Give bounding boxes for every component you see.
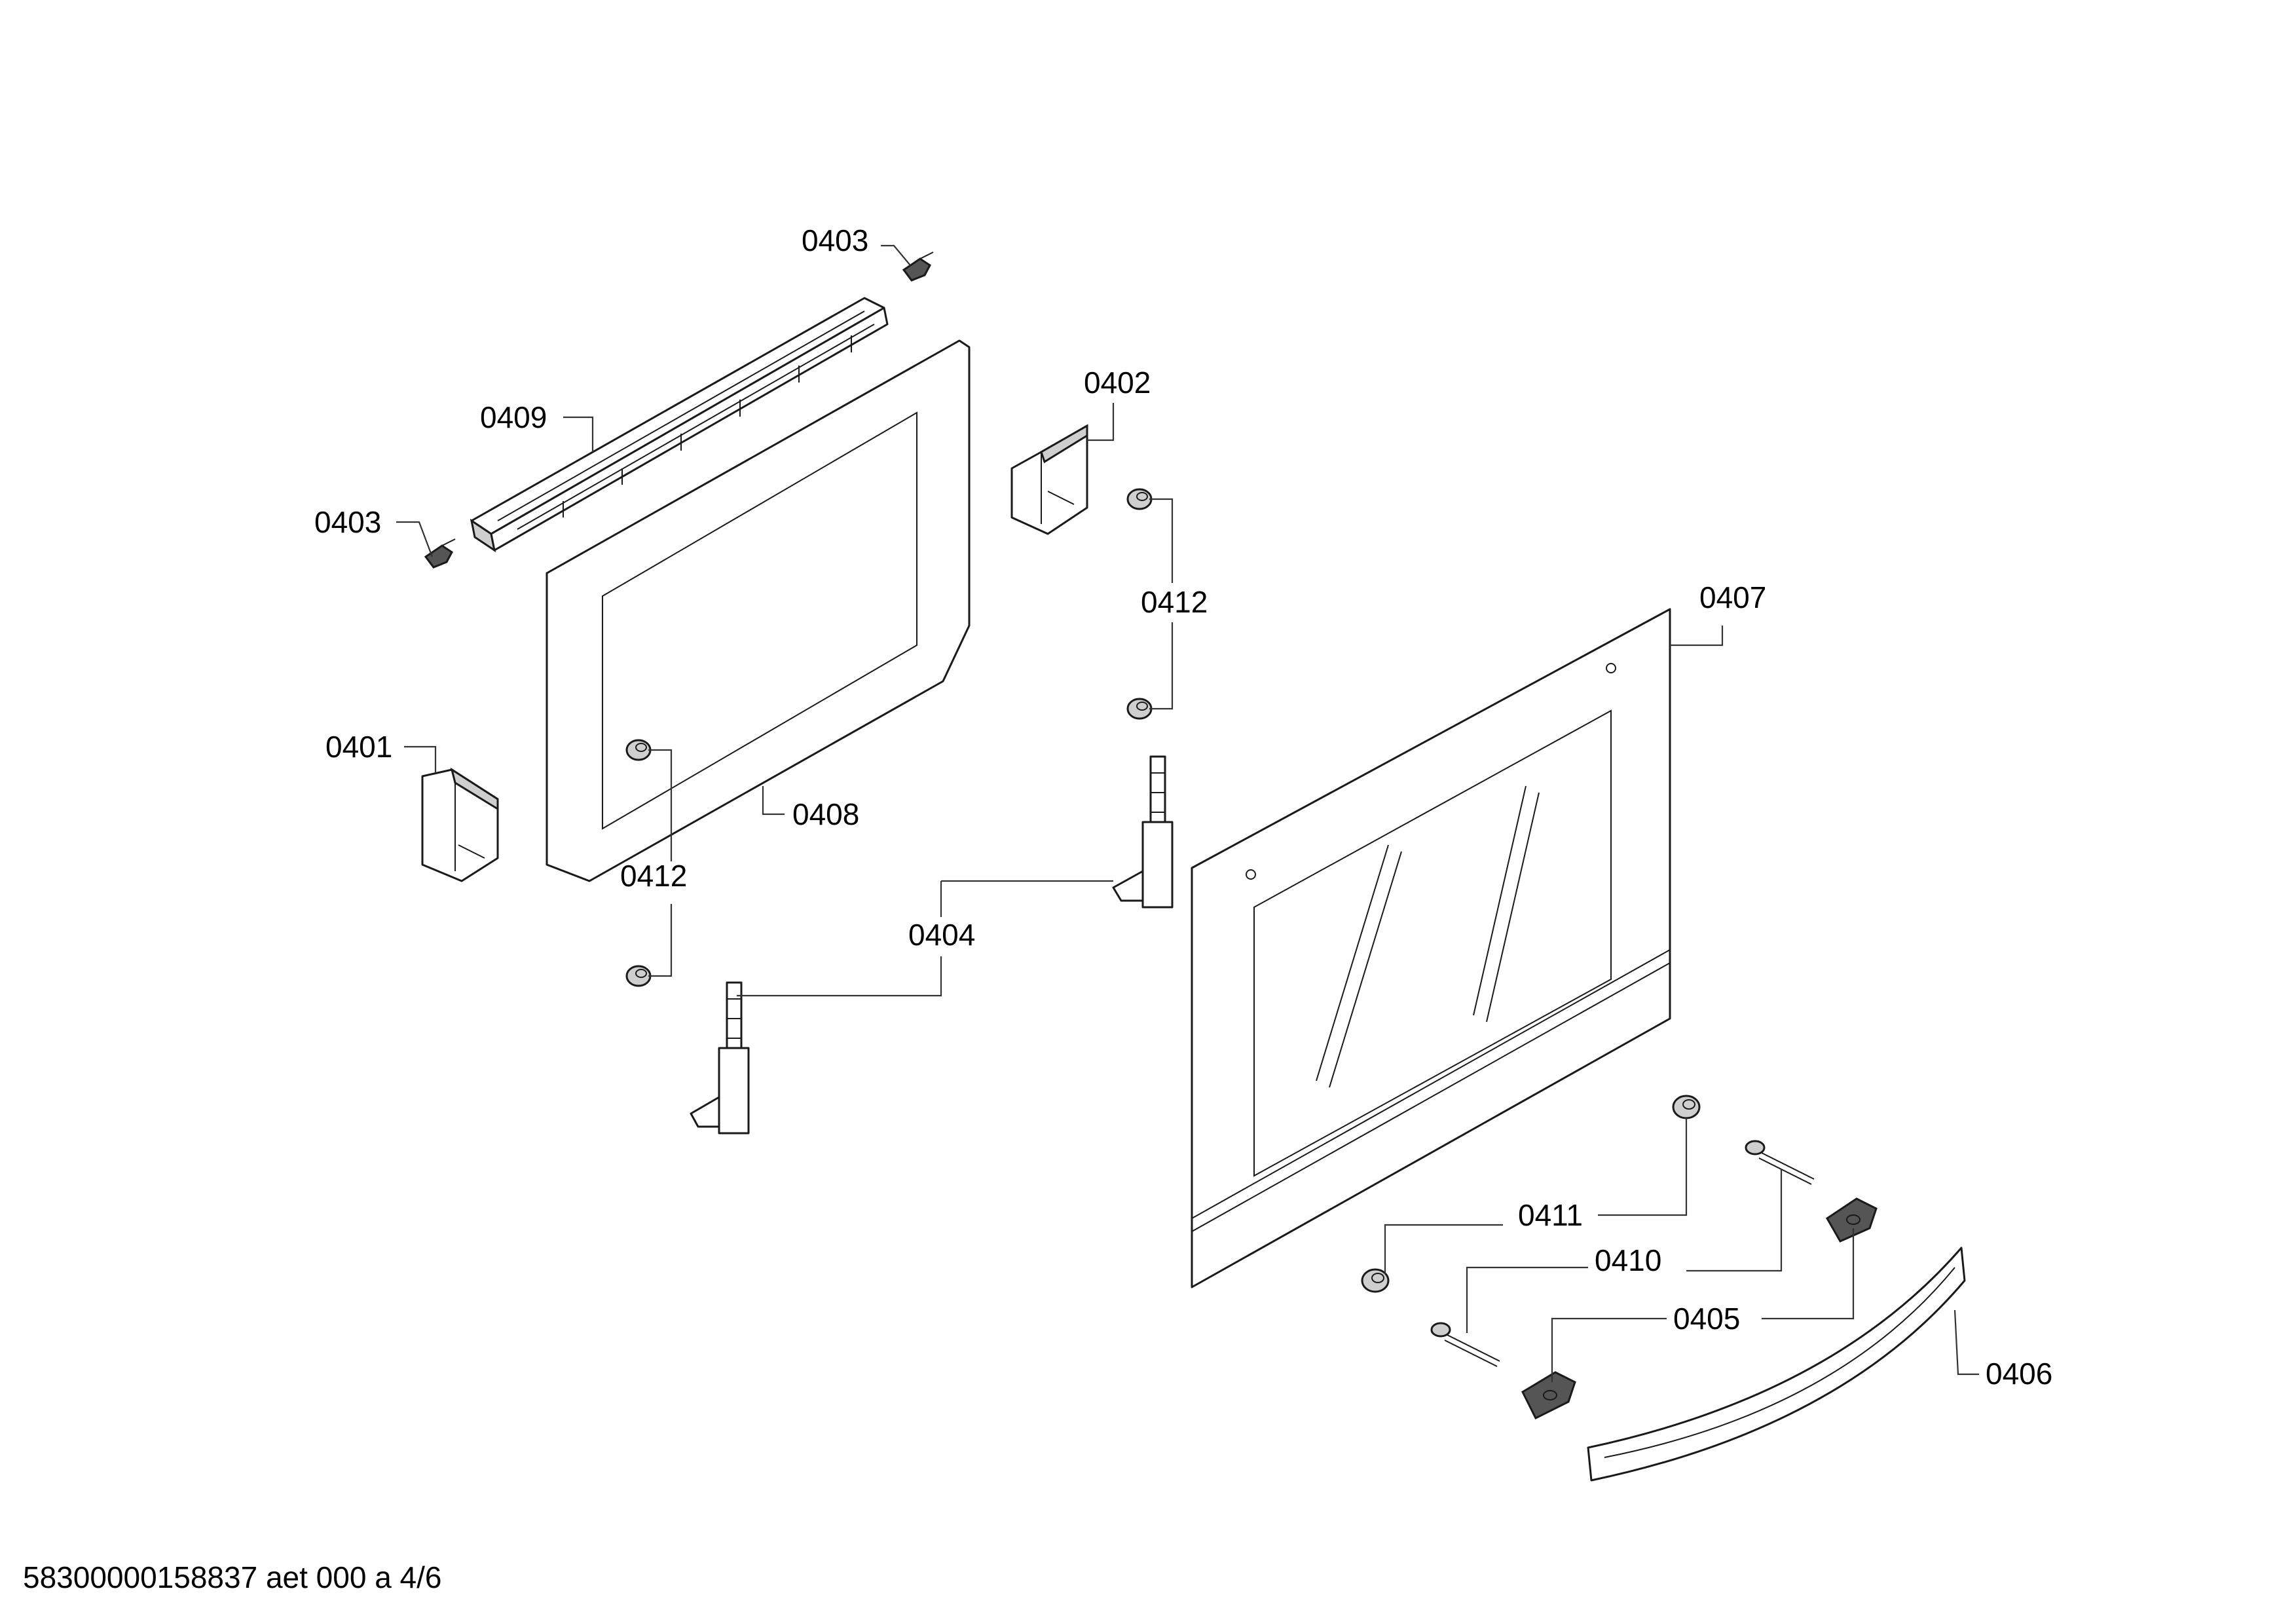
label-0405: 0405 bbox=[1673, 1302, 1740, 1336]
part-0410-screw-bottom bbox=[1430, 1322, 1500, 1367]
part-0412-bushing-4 bbox=[625, 965, 652, 987]
part-0405-endcap-left bbox=[1521, 1371, 1576, 1420]
part-0411-bushing-bottom bbox=[1361, 1268, 1390, 1293]
label-0409: 0409 bbox=[480, 400, 547, 434]
leader-lines bbox=[396, 244, 1979, 1382]
part-0407-outer-door-glass bbox=[1191, 608, 1671, 1288]
part-0412-bushing-2 bbox=[1126, 698, 1153, 720]
part-0404-hinge-right bbox=[1112, 755, 1174, 909]
label-0404: 0404 bbox=[908, 918, 975, 952]
label-0410: 0410 bbox=[1595, 1243, 1661, 1277]
part-0406-door-handle bbox=[1587, 1247, 1966, 1482]
part-0401-hinge-cover-left bbox=[421, 767, 499, 882]
part-0403-screw-top bbox=[902, 252, 934, 282]
label-0407: 0407 bbox=[1699, 580, 1766, 614]
label-0408: 0408 bbox=[792, 797, 859, 831]
part-0405-endcap-right bbox=[1826, 1197, 1878, 1243]
label-0406: 0406 bbox=[1986, 1357, 2052, 1391]
label-0403-top: 0403 bbox=[802, 223, 868, 257]
label-0412-left: 0412 bbox=[620, 859, 687, 893]
part-0412-bushing-1 bbox=[1126, 488, 1153, 510]
document-reference-footer: 58300000158837 aet 000 a 4/6 bbox=[23, 1560, 442, 1594]
label-0411: 0411 bbox=[1518, 1198, 1583, 1232]
part-0408-inner-door-panel bbox=[546, 339, 971, 882]
label-0401: 0401 bbox=[325, 730, 392, 764]
part-0409-top-trim bbox=[470, 297, 889, 553]
label-0412-right: 0412 bbox=[1141, 585, 1208, 619]
part-0403-screw-left bbox=[424, 538, 456, 569]
part-0411-bushing-top bbox=[1672, 1095, 1701, 1119]
label-0403-left: 0403 bbox=[314, 505, 381, 539]
part-0410-screw-top bbox=[1745, 1140, 1815, 1185]
part-0402-hinge-cover-right bbox=[1010, 424, 1088, 535]
part-0412-bushing-3 bbox=[625, 739, 652, 761]
part-0404-hinge-left bbox=[690, 981, 750, 1135]
label-0402: 0402 bbox=[1084, 366, 1151, 400]
